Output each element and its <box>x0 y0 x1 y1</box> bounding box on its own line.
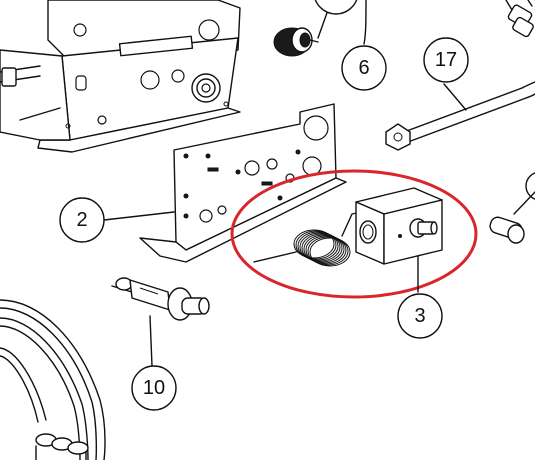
leader-line-7 <box>317 9 329 39</box>
capillary-coil <box>293 229 351 267</box>
tube-part <box>385 81 535 151</box>
callout-6-label: 6 <box>358 57 369 79</box>
front-panel-part <box>139 103 347 263</box>
callout-17-label: 17 <box>435 49 457 71</box>
callout-7: 7 <box>314 0 358 15</box>
part-3-highlight-ellipse <box>230 169 478 299</box>
callout-3-label: 3 <box>414 305 425 327</box>
callout-10: 10 <box>131 365 177 411</box>
leader-line-2 <box>103 211 175 221</box>
leader-line-10 <box>149 315 153 367</box>
right-edge-clamp <box>489 172 535 244</box>
igniter-part <box>111 277 210 321</box>
callout-2-label: 2 <box>76 209 87 231</box>
callout-2: 2 <box>59 197 105 243</box>
top-right-fitting <box>505 0 534 38</box>
control-housing <box>0 0 241 153</box>
leader-line-6 <box>363 0 367 45</box>
knob-part <box>273 27 319 57</box>
callout-7-label: 7 <box>330 0 341 3</box>
thermostat-part <box>253 187 443 267</box>
callout-3: 3 <box>397 293 443 339</box>
left-tube-fitting <box>0 65 61 121</box>
heating-element-part <box>0 299 106 460</box>
leader-line-17 <box>443 83 467 111</box>
callout-17: 17 <box>423 37 469 83</box>
callout-10-label: 10 <box>143 377 165 399</box>
callout-6: 6 <box>341 45 387 91</box>
